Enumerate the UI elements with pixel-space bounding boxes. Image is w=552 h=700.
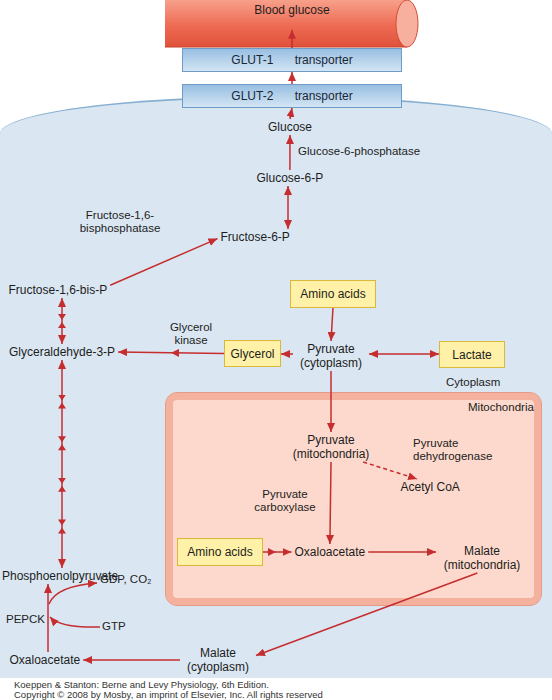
pathway-arrow	[61, 360, 63, 568]
node-text: Acetyl CoA	[401, 480, 460, 494]
pathway-arrow	[291, 30, 293, 48]
cell-region: CytoplasmGLUT-2 transporterGlucoseGlucos…	[0, 96, 552, 678]
metabolite-label: Pyruvate (cytoplasm)	[293, 341, 369, 371]
cofactor-arrow	[49, 583, 97, 604]
metabolite-label: Fructose-6-P	[218, 229, 293, 245]
metabolite-label: Malate (mitochondria)	[436, 543, 528, 573]
dashed-arrow	[363, 462, 417, 479]
pathway-arrow	[281, 353, 293, 355]
copyright-note: Copyright © 2008 by Mosby, an imprint of…	[14, 690, 323, 700]
region-label: Cytoplasm	[446, 376, 500, 388]
metabolite-label: Glyceraldehyde-3-P	[6, 344, 118, 360]
transporter-box: GLUT-1 transporter	[182, 48, 402, 72]
enzyme-label: PEPCK	[6, 613, 45, 626]
pathway-arrow	[118, 352, 224, 354]
metabolite-label: Oxaloacetate	[7, 652, 84, 668]
pathway-arrow	[83, 659, 180, 661]
transporter-box: GLUT-2 transporter	[182, 84, 402, 108]
metabolite-label: Glucose-6-P	[254, 170, 327, 186]
node-text: Fructose-6-P	[221, 230, 290, 244]
enzyme-label: Pyruvate carboxylase	[246, 488, 324, 514]
pathway-arrow	[289, 135, 291, 170]
source-note: Koeppen & Stanton: Berne and Levy Physio…	[14, 680, 269, 690]
pathway-arrow	[368, 551, 436, 553]
node-text: Amino acids	[300, 287, 365, 301]
metabolite-label: Glucose	[265, 119, 315, 135]
pathway-arrow	[291, 72, 293, 84]
node-text: Pyruvate (mitochondria)	[293, 433, 370, 461]
node-text: Lactate	[452, 348, 491, 362]
pathway-arrow	[110, 239, 217, 286]
substrate-box: Lactate	[439, 341, 505, 368]
cofactor-label: GDP, CO₂	[100, 573, 152, 586]
node-text: Glucose-6-P	[257, 171, 324, 185]
pathway-arrow	[287, 186, 289, 229]
pathway-arrow	[61, 298, 63, 344]
pathway-arrow	[263, 551, 292, 553]
pathway-arrow	[331, 308, 333, 341]
metabolite-label: Oxaloacetate	[292, 544, 369, 560]
enzyme-label: Glucose-6-phosphatase	[298, 145, 420, 158]
enzyme-label: Glycerol kinase	[160, 321, 222, 347]
vessel-wall	[165, 0, 407, 47]
metabolite-label: Pyruvate (mitochondria)	[285, 432, 377, 462]
metabolite-label: Malate (cytoplasm)	[180, 645, 256, 675]
substrate-box: Amino acids	[177, 538, 263, 566]
enzyme-label: Pyruvate dehydrogenase	[413, 437, 508, 463]
pathway-arrow	[47, 584, 49, 652]
node-text: Fructose-1,6-bis-P	[9, 283, 108, 297]
node-text: Oxaloacetate	[295, 545, 366, 559]
node-text: GLUT-2 transporter	[231, 89, 352, 103]
node-text: Amino acids	[187, 545, 252, 559]
substrate-box: Amino acids	[290, 280, 376, 308]
pathway-arrow	[290, 108, 292, 119]
node-text: Pyruvate (cytoplasm)	[300, 342, 362, 370]
mitochondria-region: MitochondriaPyruvate (mitochondria) Acety…	[165, 392, 542, 606]
cofactor-arrow	[50, 617, 100, 627]
pathway-arrow	[330, 462, 331, 544]
node-text: Glyceraldehyde-3-P	[9, 345, 115, 359]
vessel-end	[396, 0, 418, 47]
node-text: Malate (cytoplasm)	[187, 646, 249, 674]
enzyme-label: Fructose-1,6- bisphosphatase	[70, 209, 170, 235]
node-text: Blood glucose	[254, 3, 329, 17]
pathway-arrow	[256, 573, 477, 656]
node-text: Glycerol	[230, 347, 274, 361]
substrate-box: Glycerol	[224, 340, 281, 367]
metabolite-label: Acetyl CoA	[398, 479, 463, 495]
pathway-arrow	[330, 371, 332, 432]
cofactor-label: GTP	[102, 620, 126, 633]
node-text: Malate (mitochondria)	[444, 544, 521, 572]
node-text: GLUT-1 transporter	[231, 53, 352, 67]
blood-vessel: Blood glucose	[165, 0, 419, 48]
metabolite-label: Fructose-1,6-bis-P	[6, 282, 111, 298]
node-text: Oxaloacetate	[10, 653, 81, 667]
region-label: Mitochondria	[468, 401, 534, 413]
pathway-arrow	[369, 353, 439, 355]
node-text: Glucose	[268, 120, 312, 134]
